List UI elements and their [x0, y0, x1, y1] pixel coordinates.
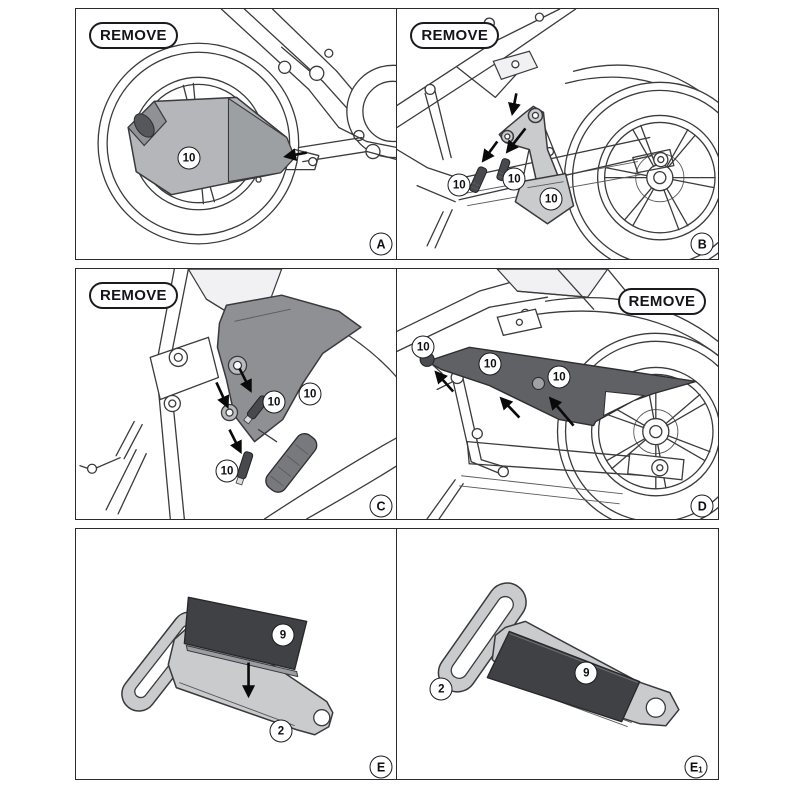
panel-c: REMOVE 10 10 10 C	[75, 268, 398, 520]
part-callout: 10	[262, 390, 286, 414]
swingarm-drawing	[459, 440, 685, 505]
rubber-pad-part	[486, 630, 641, 723]
exhaust-muffler-part	[127, 96, 320, 196]
direction-arrow-icon	[434, 370, 575, 427]
remove-badge: REMOVE	[617, 288, 707, 315]
part-callout: 10	[298, 382, 322, 406]
remove-badge: REMOVE	[89, 22, 178, 49]
panel-letter-sub: 1	[698, 765, 703, 774]
panel-letter: E	[689, 760, 699, 774]
part-callout: 10	[411, 335, 435, 359]
panel-b: REMOVE 10 10 10 B	[396, 8, 720, 260]
panel-letter: E	[376, 760, 386, 774]
panel-a: REMOVE 10 A	[75, 8, 398, 260]
panel-a-illustration	[97, 9, 397, 245]
panel-letter: B	[697, 237, 707, 251]
panel-b-illustration	[397, 9, 719, 259]
direction-arrow-icon	[215, 367, 252, 455]
footrest-bracket-part	[216, 294, 362, 443]
part-callout: 10	[539, 187, 563, 211]
footpeg-part	[257, 428, 318, 493]
panel-e-illustration	[121, 596, 334, 736]
rubber-pad-part	[183, 596, 308, 678]
panel-d: REMOVE 10 10 10 D	[396, 268, 720, 520]
panel-d-illustration	[397, 269, 719, 519]
panel-letter: A	[376, 237, 386, 251]
part-callout: 10	[478, 352, 502, 376]
direction-arrow-icon	[283, 148, 307, 162]
part-callout: 10	[502, 167, 526, 191]
part-callout: 9	[271, 623, 295, 647]
direction-arrow-icon	[482, 93, 527, 163]
footrest-stay-part	[498, 105, 575, 225]
rear-wheel-drawing	[463, 64, 719, 259]
frame-drawing	[397, 269, 637, 519]
row-3: 9 2 E	[75, 528, 720, 780]
remove-badge: REMOVE	[89, 282, 178, 309]
part-callout: 10	[177, 146, 201, 170]
panel-letter-badge: D	[690, 494, 714, 518]
panel-letter: D	[697, 499, 707, 513]
part-callout: 9	[574, 661, 598, 685]
part-callout: 10	[215, 459, 239, 483]
mount-bolt	[235, 395, 269, 486]
panel-c-illustration	[79, 269, 397, 519]
panel-letter-badge: A	[369, 232, 393, 256]
panel-letter-badge: C	[369, 494, 393, 518]
panel-e: 9 2 E	[75, 528, 398, 780]
part-callout: 10	[447, 173, 471, 197]
part-callout: 2	[269, 719, 293, 743]
frame-drawing	[397, 9, 577, 249]
row-1: REMOVE 10 A	[75, 8, 720, 260]
part-callout: 10	[547, 365, 571, 389]
panel-letter-badge: B	[690, 232, 714, 256]
panel-grid: REMOVE 10 A	[75, 8, 720, 780]
panel-letter: C	[376, 499, 386, 513]
part-callout: 2	[429, 677, 453, 701]
frame-drawing	[220, 9, 397, 163]
row-2: REMOVE 10 10 10 C	[75, 268, 720, 520]
panel-letter-badge: E	[369, 755, 393, 779]
remove-badge: REMOVE	[410, 22, 500, 49]
panel-e1-illustration	[438, 582, 680, 728]
